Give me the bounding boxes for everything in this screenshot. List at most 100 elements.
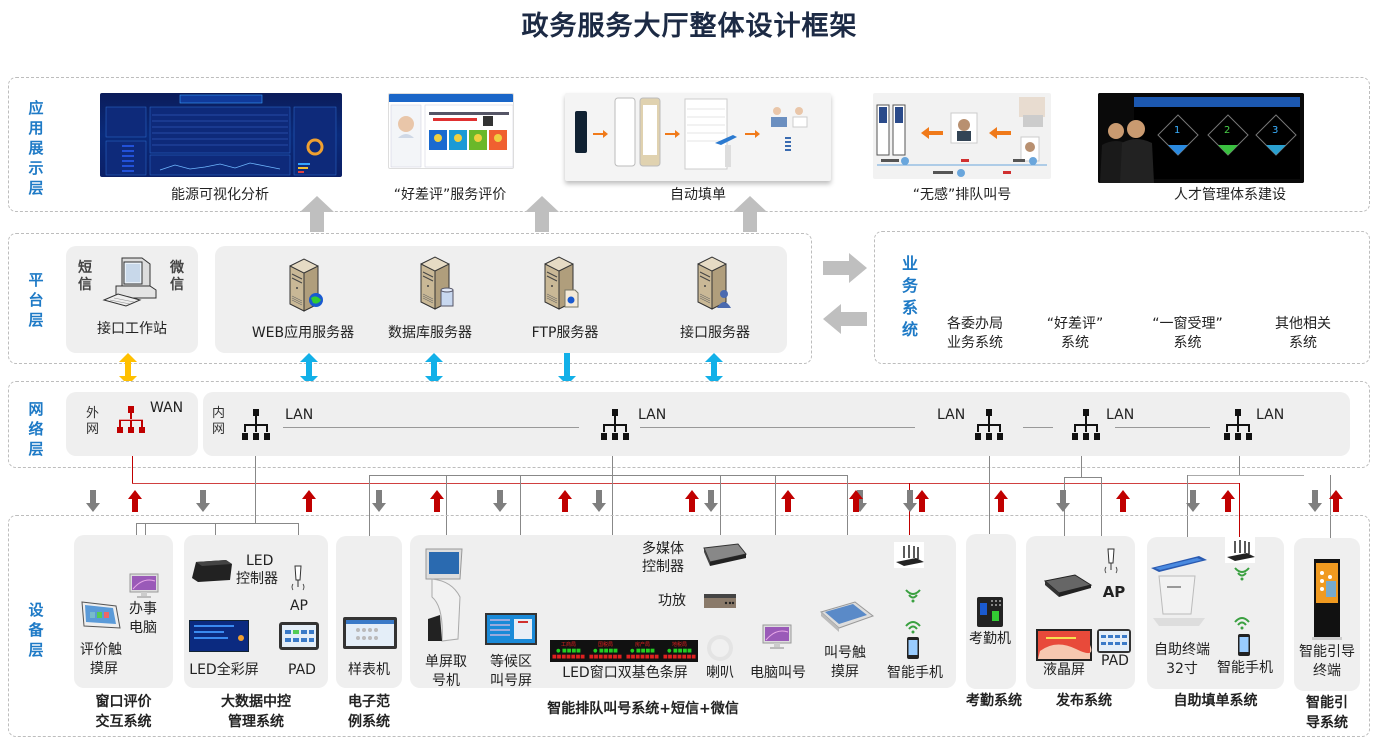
led-bar-cell: 房产局● ■■■■■■■■■■■: [625, 642, 660, 660]
label-pad-2: PAD: [1101, 653, 1129, 669]
eval-touchscreen-icon: [81, 601, 121, 629]
led-bar-cell: 工商局● ■■■■■■■■■■■: [551, 642, 586, 660]
wifi-router-icon-queue: [894, 542, 924, 568]
label-denghou: 等候区叫号屏: [490, 654, 532, 689]
device-layer: [8, 515, 1370, 737]
wifi-signal-icon-1: [905, 589, 921, 603]
calling-touchscreen-icon: [819, 601, 875, 632]
line-ap2: [1101, 477, 1102, 547]
server-icon-user: [690, 256, 736, 318]
line-mm: [720, 475, 721, 545]
lan-drop-1: [255, 456, 256, 523]
wifi-router-icon-selffill: [1225, 537, 1255, 563]
lan-drop-5: [1239, 456, 1240, 476]
up-arrow-red: [915, 490, 929, 516]
lan-switch-icon: [973, 409, 1005, 447]
app-caption-autofill: 自动填单: [670, 187, 726, 203]
lan-panel: [203, 392, 1350, 456]
publish-controller-icon: [1043, 574, 1093, 597]
smartphone-icon-selffill: [1238, 634, 1250, 656]
amplifier-icon: [704, 594, 736, 608]
bidir-arrow-blue-2: [425, 353, 443, 385]
label-pccall: 电脑叫号: [750, 665, 806, 681]
sample-form-machine-icon: [343, 617, 397, 649]
wifi-signal-icon-4: [1234, 617, 1250, 630]
group-name-attendance: 考勤系统: [966, 693, 1022, 709]
led-window-bar-icon: 工商局● ■■■■■■■■■■■国税局● ■■■■■■■■■■■房产局● ■■■…: [550, 640, 698, 662]
lan-drop-4: [1081, 456, 1082, 478]
up-arrow-red: [128, 490, 142, 516]
business-layer-label: 业务系统: [902, 254, 919, 339]
down-arrow-blue: [558, 353, 576, 385]
line-selfterm: [1187, 475, 1188, 553]
bidir-arrow-orange: [119, 353, 137, 385]
group-name-window-eval: 窗口评价交互系统: [95, 694, 152, 730]
wan-side-label: 外网: [86, 406, 100, 437]
self-service-terminal-icon: [1151, 556, 1207, 626]
label-guide: 智能引导终端: [1299, 644, 1355, 679]
up-arrow-gray-2: [525, 196, 559, 232]
wan-bus-line: [132, 483, 1240, 484]
wifi-signal-icon-3: [1234, 567, 1250, 581]
lan-link-4: [1115, 427, 1210, 428]
group-panel-publish: [1026, 536, 1135, 689]
attendance-machine-icon: [977, 597, 1003, 627]
up-arrow-red: [430, 490, 444, 516]
down-arrow-gray: [903, 490, 917, 516]
dashboard-screenshot: [100, 93, 342, 177]
down-arrow-gray: [86, 490, 100, 516]
lan-side-label: 内网: [212, 406, 226, 437]
group-name-selffill: 自助填单系统: [1173, 693, 1258, 709]
line-quhao: [446, 475, 447, 548]
queue-calling-screenshot: [873, 93, 1051, 179]
down-arrow-gray: [592, 490, 606, 516]
group-panel-bigdata: [184, 535, 328, 688]
label-ap-2: AP: [1102, 583, 1126, 601]
up-arrow-red: [685, 490, 699, 516]
down-arrow-gray: [1056, 490, 1070, 516]
network-layer-label: 网络层: [28, 400, 44, 458]
server-caption-ftp: FTP服务器: [531, 325, 599, 341]
app-caption-talent: 人才管理体系建设: [1174, 187, 1286, 203]
down-arrow-gray: [196, 490, 210, 516]
up-arrow-red: [1221, 490, 1235, 516]
label-pingjia: 评价触摸屏: [80, 642, 122, 677]
label-yangbiao: 样表机: [348, 662, 390, 678]
label-phone-2: 智能手机: [1217, 660, 1273, 676]
lan-bus-left: [136, 523, 299, 524]
group-name-publish: 发布系统: [1056, 693, 1112, 709]
lan-bus-right: [1187, 475, 1304, 476]
ticket-kiosk-icon: [425, 548, 463, 642]
up-arrow-red: [781, 490, 795, 516]
platform-layer-label: 平台层: [28, 271, 44, 329]
server-icon-document: [537, 256, 583, 318]
server-caption-web: WEB应用服务器: [251, 325, 355, 341]
workstation-caption: 接口工作站: [97, 321, 167, 337]
label-phone-1: 智能手机: [887, 665, 943, 681]
lan-tag-1: LAN: [285, 407, 314, 423]
app-caption-rating: “好差评”服务评价: [393, 187, 507, 203]
office-pc-icon: [129, 573, 159, 598]
pad-icon-bigdata: [279, 622, 319, 650]
down-arrow-gray: [493, 490, 507, 516]
lan-switch-icon: [240, 409, 272, 447]
down-arrow-gray: [372, 490, 386, 516]
workstation-computer-icon: [102, 257, 157, 307]
lan-tag-3: LAN: [937, 407, 966, 423]
workstation-sms-label: 短信: [78, 260, 92, 293]
down-arrow-gray: [704, 490, 718, 516]
label-quhao: 单屏取号机: [425, 654, 467, 689]
wan-network-icon: [117, 406, 145, 433]
app-layer-label: 应用展示层: [28, 99, 44, 197]
waiting-area-screen-icon: [485, 613, 537, 645]
business-systems-layer: [874, 231, 1370, 364]
business-caption-1: 各委办局业务系统: [947, 316, 1003, 351]
auto-fill-flow-screenshot: [565, 93, 831, 181]
led-bar-cell: 地税局● ■■■■■■■■■■■: [662, 642, 697, 660]
lan-switch-icon: [1070, 409, 1102, 447]
label-touch: 叫号触摸屏: [824, 645, 866, 680]
lan-switch-icon: [1222, 409, 1254, 447]
label-banshi: 办事电脑: [129, 601, 157, 636]
